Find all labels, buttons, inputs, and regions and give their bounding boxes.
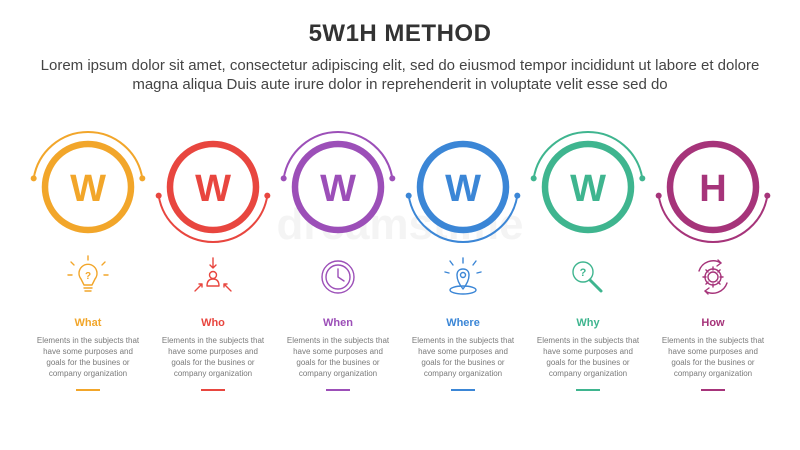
arc-end-dot	[405, 192, 412, 199]
step-description: Elements in the subjects that have some …	[161, 336, 265, 378]
step-circle	[541, 140, 635, 234]
step-description: Elements in the subjects that have some …	[536, 336, 640, 378]
step-letter: W	[445, 168, 481, 210]
arc-end-dot	[655, 192, 662, 199]
lightbulb-icon: ?	[67, 255, 109, 292]
arc-end-dot	[389, 175, 396, 182]
location-pin-icon	[444, 257, 482, 295]
step-label: Who	[201, 317, 225, 329]
gear-cycle-icon	[698, 259, 728, 295]
arc-end-dot	[530, 175, 537, 182]
step-description: Elements in the subjects that have some …	[411, 336, 515, 378]
step-label: When	[323, 317, 353, 329]
step-circle	[416, 140, 510, 234]
step-description: Elements in the subjects that have some …	[36, 336, 140, 378]
step-description: Elements in the subjects that have some …	[286, 336, 390, 378]
step-letter: W	[70, 168, 106, 210]
step-label: Where	[446, 317, 480, 329]
connector-arc	[407, 195, 519, 243]
step-circle	[291, 140, 385, 234]
arc-end-dot	[514, 192, 521, 199]
step-when: W	[280, 131, 396, 294]
page-title: 5W1H METHOD	[308, 20, 492, 47]
connector-arc	[532, 131, 644, 179]
step-who: W	[155, 140, 271, 292]
connector-arc	[157, 195, 269, 243]
arc-end-dot	[639, 175, 646, 182]
arc-end-dot	[280, 175, 287, 182]
step-circle	[41, 140, 135, 234]
person-icon	[194, 257, 232, 292]
step-label: Why	[576, 317, 600, 329]
connector-arc	[282, 131, 394, 179]
svg-text:?: ?	[85, 271, 91, 282]
magnifier-question-icon: ?	[572, 261, 603, 293]
step-underline	[576, 389, 600, 391]
connector-arc	[657, 195, 769, 243]
step-letter: H	[699, 168, 726, 210]
arc-end-dot	[264, 192, 271, 199]
clock-icon	[321, 260, 355, 294]
connector-arc	[32, 131, 144, 179]
svg-text:?: ?	[580, 267, 587, 279]
step-underline	[201, 389, 225, 391]
step-description: Elements in the subjects that have some …	[661, 336, 765, 378]
arc-end-dot	[155, 192, 162, 199]
step-letter: W	[570, 168, 606, 210]
step-label: What	[74, 317, 102, 329]
step-underline	[701, 389, 725, 391]
step-circle	[666, 140, 760, 234]
step-underline	[451, 389, 475, 391]
step-underline	[326, 389, 350, 391]
arc-end-dot	[764, 192, 771, 199]
step-circle	[166, 140, 260, 234]
step-how: H	[655, 140, 771, 295]
step-where: W	[405, 140, 521, 295]
arc-end-dot	[139, 175, 146, 182]
step-label: How	[701, 317, 725, 329]
step-underline	[76, 389, 100, 391]
step-why: W?	[530, 131, 646, 293]
step-letter: W	[320, 168, 356, 210]
step-what: W?	[30, 131, 146, 292]
arc-end-dot	[30, 175, 37, 182]
step-letter: W	[195, 168, 231, 210]
page-subtitle: Lorem ipsum dolor sit amet, consectetur …	[40, 57, 760, 93]
